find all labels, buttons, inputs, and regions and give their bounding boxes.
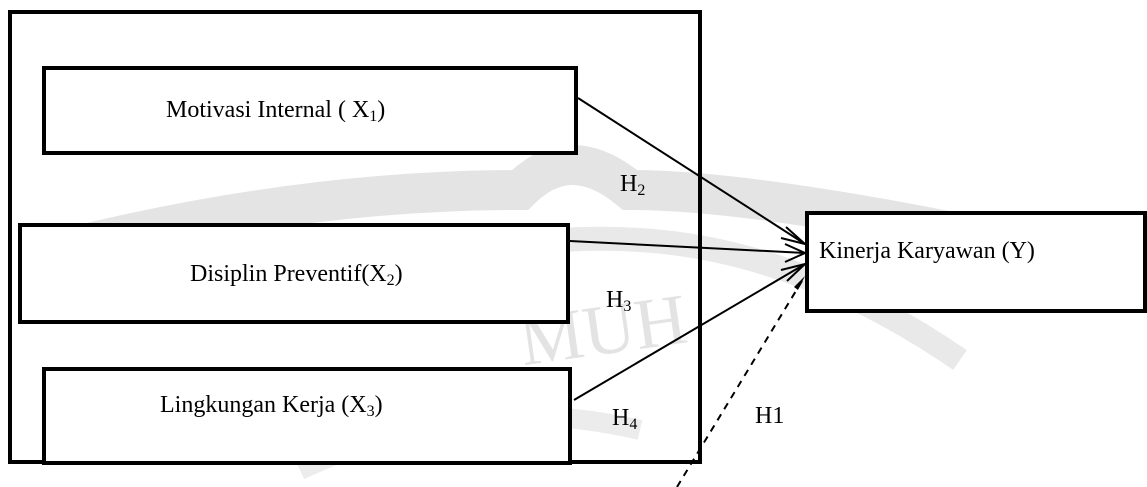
variable-box-x2: Disiplin Preventif(X2) xyxy=(18,223,570,324)
variable-label-x1: Motivasi Internal ( X1) xyxy=(166,97,386,125)
dependent-variable-box-y: Kinerja Karyawan (Y) xyxy=(805,211,1147,313)
hypothesis-label-h1: H1 xyxy=(755,403,785,429)
hypothesis-label-h2: H2 xyxy=(620,171,646,199)
variable-label-x3: Lingkungan Kerja (X3) xyxy=(160,392,383,420)
arrow-h1-dashed xyxy=(676,275,806,487)
arrow-x3-to-y xyxy=(573,263,806,401)
variable-label-x2: Disiplin Preventif(X2) xyxy=(190,261,403,289)
variable-box-x1: Motivasi Internal ( X1) xyxy=(42,66,578,155)
dependent-variable-label: Kinerja Karyawan (Y) xyxy=(819,238,1035,264)
arrowhead-h1 xyxy=(794,276,805,290)
arrowhead-x3 xyxy=(780,262,809,282)
arrow-x2-to-y xyxy=(569,240,806,254)
hypothesis-label-h4: H4 xyxy=(612,405,638,433)
variable-box-x3: Lingkungan Kerja (X3) xyxy=(42,367,572,465)
arrow-x1-to-y xyxy=(577,97,806,245)
hypothesis-label-h3: H3 xyxy=(606,287,632,315)
